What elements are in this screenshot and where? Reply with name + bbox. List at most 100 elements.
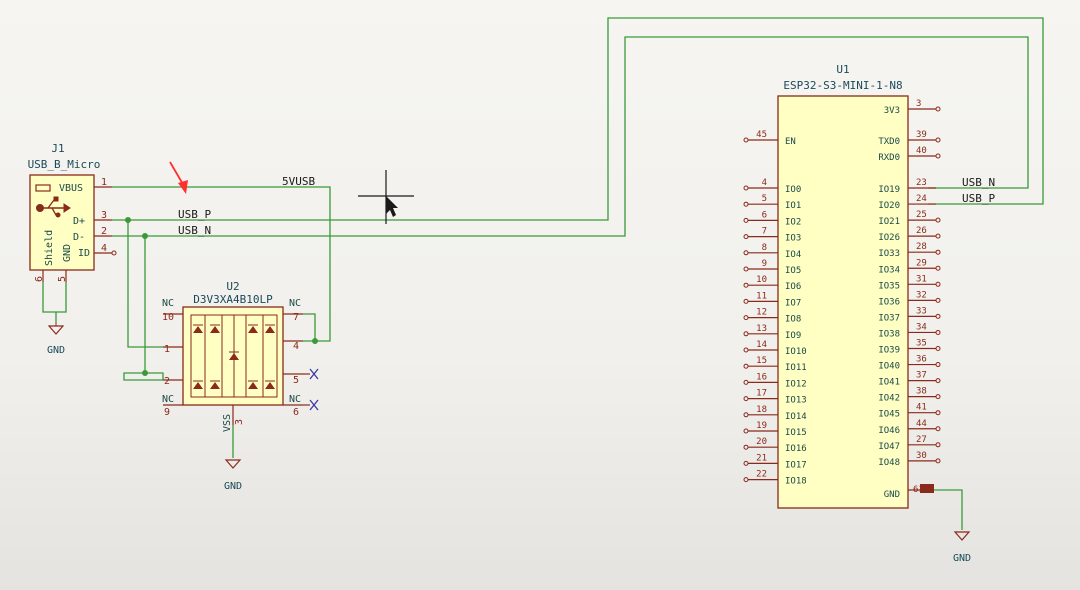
u1-pin-num: 39 (916, 130, 927, 140)
u1-pin-num: 31 (916, 274, 927, 284)
u2-nc-label: NC (289, 298, 301, 309)
j1-pin-numbers: 1 3 2 4 6 5 (34, 177, 107, 282)
u2-value: D3V3XA4B10LP (193, 293, 273, 306)
wire-usb-p[interactable] (112, 17, 1044, 221)
wire-usb-n-branch[interactable] (123, 236, 163, 381)
wire-usb-p-branch[interactable] (127, 220, 163, 348)
gnd-label: GND (224, 481, 242, 492)
u1-pin-num: 35 (916, 339, 927, 349)
u1-pin-num: 20 (756, 437, 767, 447)
u1-pin-name: IO40 (878, 362, 900, 372)
j1-ref: J1 (51, 142, 64, 155)
u1-pin-num: 4 (762, 178, 767, 188)
connector-j1[interactable]: J1 USB_B_Micro VBUS D+ D- ID Shield GND (28, 142, 117, 282)
component-u1[interactable]: U1 ESP32-S3-MINI-1-N8 45EN4IO05IO16IO27I… (743, 63, 941, 509)
wire-u1-gnd[interactable] (928, 489, 963, 530)
j1-pin-num: 2 (101, 226, 107, 237)
gnd-symbol-icon[interactable]: GND (953, 531, 971, 564)
u1-pin-num: 45 (756, 130, 767, 140)
component-u2[interactable]: U2 D3V3XA4B10LP (162, 280, 319, 432)
u1-pin-name: RXD0 (878, 153, 900, 163)
u2-vss-label: VSS (222, 414, 233, 432)
u1-pin-name: IO13 (785, 396, 807, 406)
u2-pin-num: 5 (293, 375, 299, 386)
diode-array-icon (190, 314, 278, 398)
u1-pin-num: 9 (762, 259, 767, 269)
u1-pin-num: 26 (916, 226, 927, 236)
u1-pin-num: 12 (756, 308, 767, 318)
j1-shield-label: Shield (44, 230, 55, 266)
u2-pin-num: 9 (164, 407, 170, 418)
gnd-symbol-icon[interactable]: GND (224, 459, 242, 492)
u2-pin-num: 2 (164, 376, 170, 387)
wire-u2-pin7[interactable] (303, 313, 316, 341)
u1-pin-num: 41 (916, 403, 927, 413)
u1-pin-num: 13 (756, 324, 767, 334)
j1-id-pin-end (111, 250, 117, 256)
net-label-u1-usb-p[interactable]: USB_P (962, 192, 995, 205)
net-label-usb-p[interactable]: USB_P (178, 208, 211, 221)
u1-gnd-pin[interactable]: GND 61 (884, 484, 934, 500)
junction-dot (142, 370, 148, 376)
u1-pin-num: 11 (756, 291, 767, 301)
u1-pin-name: IO11 (785, 363, 807, 373)
u1-pin-num: 16 (756, 372, 767, 382)
u2-ref: U2 (226, 280, 239, 293)
u1-pin-num: 29 (916, 258, 927, 268)
u2-pin-num: 1 (164, 344, 170, 355)
wire-j1-gnd[interactable] (42, 282, 67, 313)
u1-pin-num: 33 (916, 306, 927, 316)
net-label-u1-usb-n[interactable]: USB_N (962, 176, 995, 189)
wire-usb-n[interactable] (112, 36, 1029, 237)
net-label-usb-n[interactable]: USB_N (178, 224, 211, 237)
u1-pin-num: 37 (916, 371, 927, 381)
net-label-5vusb[interactable]: 5VUSB (282, 175, 315, 188)
gnd-symbol-icon[interactable]: GND (47, 322, 65, 356)
u1-pin-name: IO1 (785, 201, 801, 211)
u1-pin-num: 28 (916, 242, 927, 252)
wire-usb-n-branch-2[interactable] (145, 372, 164, 380)
